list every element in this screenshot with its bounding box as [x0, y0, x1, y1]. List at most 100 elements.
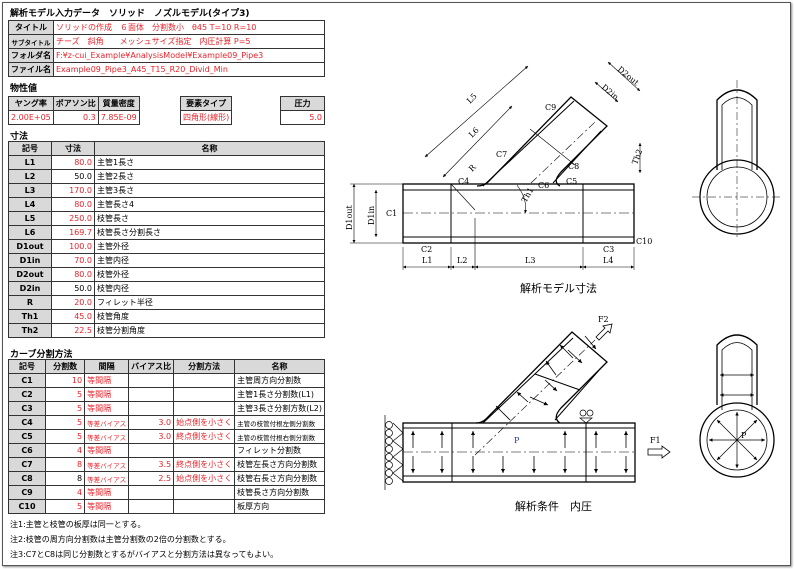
page-title: 解析モデル入力データ ソリッド ノズルモデル(タイプ3) — [10, 9, 250, 19]
cell: 枝管分割角度 — [94, 323, 325, 338]
young-value: 2.00E+05 — [8, 110, 54, 125]
label-C2: C2 — [421, 245, 432, 254]
side-view-2: P — [699, 334, 775, 478]
branch-pipe-outline — [476, 96, 608, 187]
side-view-1 — [692, 80, 782, 240]
label-Th1: Th1 — [520, 186, 536, 204]
cell: C10 — [7, 499, 47, 514]
label-C6: C6 — [538, 181, 549, 190]
label-C9: C9 — [545, 103, 556, 112]
cell: D2out — [8, 267, 52, 282]
caption-analysis-conditions: 解析条件 内圧 — [515, 499, 592, 513]
main-pipe-outline — [402, 183, 635, 244]
label-L1: L1 — [422, 256, 432, 265]
label-C10: C10 — [636, 237, 652, 246]
analysis-condition-drawing: P F1 F2 解析条件 内圧 P — [384, 315, 775, 513]
cell: C4 — [7, 415, 47, 430]
force-F2-arrow — [595, 323, 613, 341]
label-L4: L4 — [603, 256, 613, 265]
cell: L3 — [8, 183, 52, 198]
label-L6: L6 — [467, 126, 481, 140]
label-R: R — [467, 162, 478, 173]
cell — [173, 499, 236, 514]
column-header: 分割数 — [45, 359, 86, 374]
model-dimension-drawing: L1 L2 L3 L4 L5 L6 D2out D2in D1out D1in … — [345, 61, 782, 295]
column-header: 間隔 — [84, 359, 130, 374]
note-2: 注2:枝管の周方向分割数は主管分割数の2倍の分割数とする。 — [10, 535, 231, 544]
poisson-value: 0.3 — [52, 110, 99, 125]
cell: L5 — [8, 211, 52, 226]
dims-heading: 寸法 — [10, 132, 29, 142]
caption-model-dimensions: 解析モデル寸法 — [520, 281, 597, 295]
note-3: 注3:C7とC8は同じ分割数とするがバイアスと分割方法は異なってもよい。 — [10, 550, 279, 559]
label-D1in: D1in — [367, 206, 376, 225]
column-header: 記号 — [8, 141, 52, 156]
info-row: タイトルソリッドの作成 ６面体 分割数小 θ45 T=10 R=10 — [8, 20, 325, 35]
info-label: フォルダ名 — [8, 48, 54, 63]
label-C1: C1 — [386, 209, 397, 218]
info-value: Example09_Pipe3_A45_T15_R20_Divid_Min — [53, 62, 325, 77]
pressure-arrows — [411, 335, 628, 473]
fixed-support — [384, 415, 404, 490]
label-Th2: Th2 — [630, 148, 644, 166]
label-L5: L5 — [465, 92, 479, 106]
element-type-table: 要素タイプ 四角形(線形) — [179, 96, 233, 125]
column-header: バイアス比 — [128, 359, 175, 374]
material-heading: 物性値 — [10, 84, 38, 94]
label-L2: L2 — [457, 256, 467, 265]
roller-support — [579, 417, 593, 424]
label-C4: C4 — [458, 177, 469, 186]
pressure-table: 圧力 5.0 — [280, 96, 325, 125]
column-header: 寸法 — [51, 141, 95, 156]
cell: D1out — [8, 239, 52, 254]
label-P-side: P — [741, 431, 747, 440]
cell: Th2 — [8, 323, 52, 338]
label-D1out: D1out — [345, 205, 354, 230]
pressure-value: 5.0 — [280, 110, 325, 125]
density-value: 7.85E-09 — [97, 110, 140, 125]
column-header: 分割方法 — [173, 359, 236, 374]
label-C3: C3 — [603, 245, 614, 254]
element-type-value: 四角形(線形) — [179, 110, 233, 125]
cell: 主管の枝管付根左側分割数 — [234, 415, 325, 430]
main-pipe-outline-2 — [402, 422, 636, 483]
label-D2out: D2out — [616, 65, 641, 88]
label-C5: C5 — [566, 177, 577, 186]
cell: 等間隔 — [84, 499, 130, 514]
cell: 5 — [45, 499, 86, 514]
label-F1: F1 — [650, 436, 661, 445]
cell: C9 — [7, 485, 47, 500]
label-D2in: D2in — [600, 83, 621, 102]
label-C8: C8 — [568, 162, 579, 171]
curves-heading: カーブ分割方法 — [10, 350, 73, 360]
label-P: P — [514, 436, 520, 445]
label-C7: C7 — [496, 150, 507, 159]
column-header: 名称 — [234, 359, 325, 374]
cell: R — [8, 295, 52, 310]
element-type-header: 要素タイプ — [179, 96, 233, 111]
cell: 板厚方向 — [234, 499, 325, 514]
force-F1-arrow — [647, 445, 671, 459]
